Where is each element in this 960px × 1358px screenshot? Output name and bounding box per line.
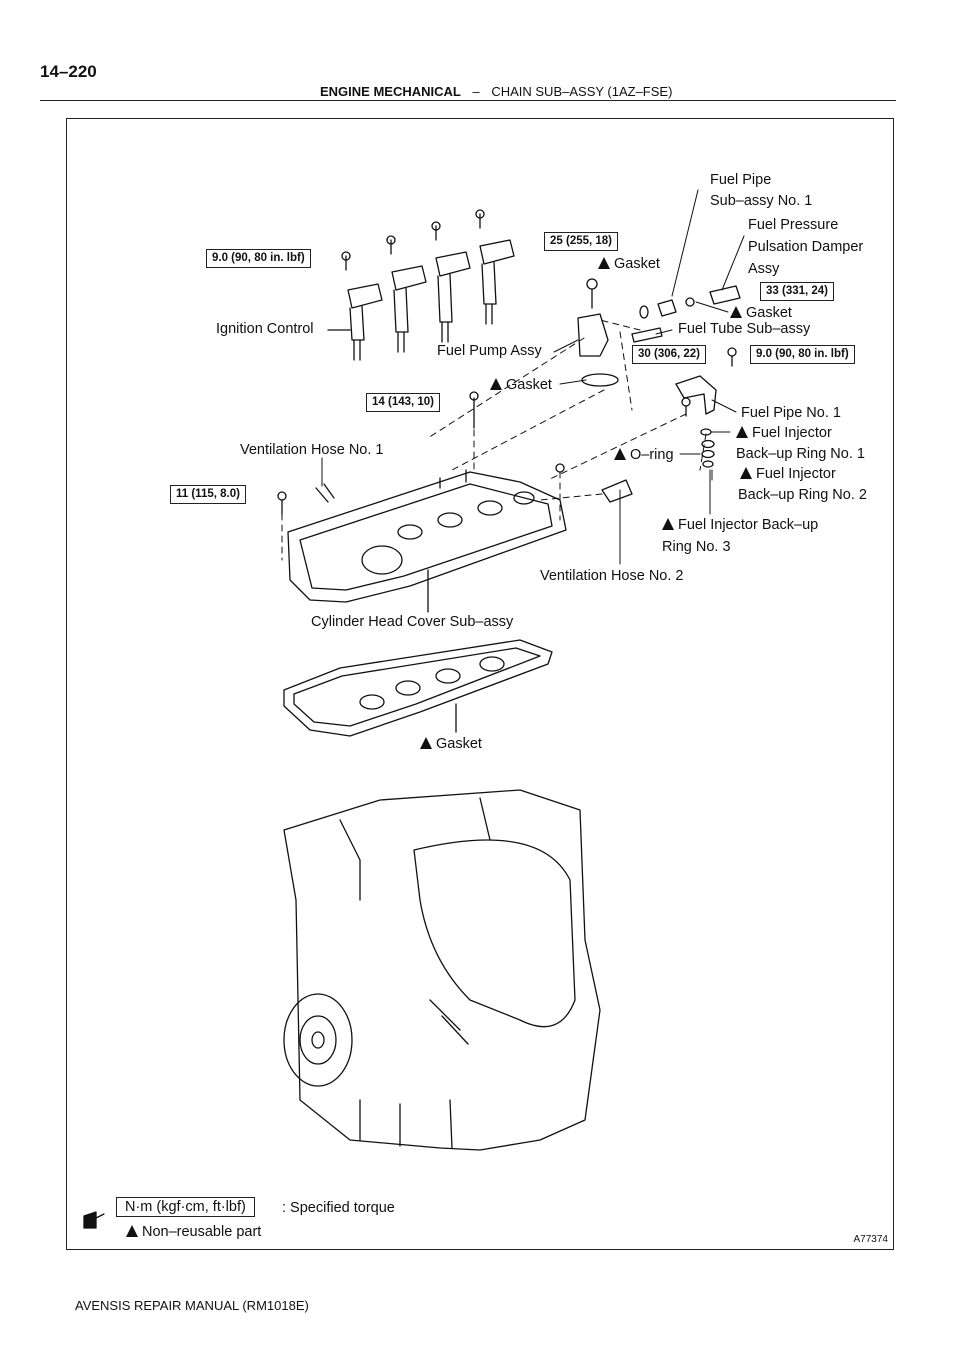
assembly-lines <box>281 319 707 561</box>
label-fuel-injector-1b: Back–up Ring No. 1 <box>736 446 865 462</box>
non-reusable-icon <box>740 467 752 479</box>
label-fuel-pipe-no1: Fuel Pipe No. 1 <box>741 405 841 421</box>
label-gasket-pump-bottom: Gasket <box>490 375 552 396</box>
figure-id: A77374 <box>853 1234 888 1245</box>
torque-14: 14 (143, 10) <box>366 393 441 412</box>
label-fuel-pressure-3: Assy <box>748 261 780 277</box>
leader-lines <box>321 189 745 565</box>
label-o-ring: O–ring <box>614 445 674 466</box>
ignition-coils <box>327 209 515 361</box>
section-title: ENGINE MECHANICAL <box>320 84 461 99</box>
engine-block <box>283 789 601 1151</box>
torque-11: 11 (115, 8.0) <box>170 485 246 504</box>
legend-unit-box: N·m (kgf·cm, ft·lbf) <box>116 1197 255 1217</box>
non-reusable-icon <box>730 306 742 318</box>
torque-ignition: 9.0 (90, 80 in. lbf) <box>206 249 311 268</box>
label-ignition-control: Ignition Control <box>216 321 314 337</box>
label-fuel-injector-3b: Ring No. 3 <box>662 539 731 555</box>
legend-tool-icon <box>83 1211 105 1229</box>
non-reusable-icon <box>598 257 610 269</box>
label-gasket-pump-top: Gasket <box>598 254 660 275</box>
figure-frame <box>66 118 894 1250</box>
label-ventilation-hose-1: Ventilation Hose No. 1 <box>240 442 384 458</box>
torque-pump: 25 (255, 18) <box>544 232 619 251</box>
torque-pipe: 30 (306, 22) <box>632 345 707 364</box>
header-rule <box>40 100 896 101</box>
non-reusable-icon <box>490 378 502 390</box>
torque-damper: 33 (331, 24) <box>760 282 835 301</box>
cylinder-head-cover <box>287 469 567 613</box>
label-cylinder-head-cover: Cylinder Head Cover Sub–assy <box>311 614 514 630</box>
page-number: 14–220 <box>40 62 97 81</box>
label-fuel-tube-subassy: Fuel Tube Sub–assy <box>678 321 811 337</box>
label-fuel-pressure-1: Fuel Pressure <box>748 217 839 233</box>
legend-non-reusable: Non–reusable part <box>126 1222 261 1243</box>
non-reusable-icon <box>126 1225 138 1237</box>
label-ventilation-hose-2: Ventilation Hose No. 2 <box>540 568 684 584</box>
legend-specified-torque: : Specified torque <box>282 1200 395 1216</box>
non-reusable-icon <box>614 448 626 460</box>
cover-gasket <box>283 639 553 737</box>
non-reusable-icon <box>736 426 748 438</box>
torque-pipe-bolt: 9.0 (90, 80 in. lbf) <box>750 345 855 364</box>
section-separator: – <box>472 84 480 99</box>
section-subtitle: CHAIN SUB–ASSY (1AZ–FSE) <box>491 84 673 99</box>
label-fuel-pressure-2: Pulsation Damper <box>748 239 864 255</box>
footer-manual: AVENSIS REPAIR MANUAL (RM1018E) <box>75 1298 309 1313</box>
label-fuel-pipe-subassy-2: Sub–assy No. 1 <box>710 193 813 209</box>
label-fuel-injector-1a: Fuel Injector <box>736 423 832 444</box>
label-fuel-pump-assy: Fuel Pump Assy <box>437 343 542 359</box>
label-fuel-injector-2b: Back–up Ring No. 2 <box>738 487 867 503</box>
non-reusable-icon <box>662 518 674 530</box>
label-gasket-cover: Gasket <box>420 734 482 755</box>
section-header: ENGINE MECHANICAL – CHAIN SUB–ASSY (1AZ–… <box>320 84 672 99</box>
fuel-pump-group <box>277 278 741 515</box>
label-fuel-pipe-subassy-1: Fuel Pipe <box>710 172 772 188</box>
label-fuel-injector-3a: Fuel Injector Back–up <box>662 515 818 536</box>
label-gasket-damper: Gasket <box>730 303 792 324</box>
non-reusable-icon <box>420 737 432 749</box>
label-fuel-injector-2a: Fuel Injector <box>740 464 836 485</box>
